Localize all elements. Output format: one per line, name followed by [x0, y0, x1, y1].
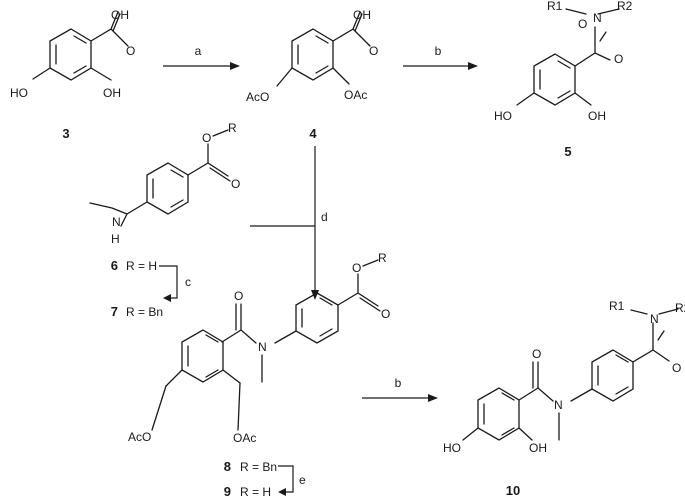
reaction-arrow-b-bottom: b [362, 376, 438, 402]
ester-oxygen-label: O [202, 131, 211, 145]
acid-hydroxyl-label: OH [111, 8, 129, 22]
ester-r-label: R [378, 251, 387, 265]
hydroxyl-2-label: OH [588, 109, 606, 123]
acetoxy-4-label: AcO [246, 90, 269, 104]
compound-number-7: 7 [111, 304, 118, 319]
substituent-r1-label: R1 [547, 0, 563, 13]
carbonyl-oxygen-label: O [381, 307, 390, 321]
reaction-arrow-b-top: b [403, 44, 478, 70]
compound-number-10: 10 [506, 483, 520, 498]
reaction-arrow-d: d [250, 146, 328, 300]
amide-nitrogen-label: N [554, 398, 563, 412]
substituent-r2-label: R2 [675, 301, 685, 315]
compound-3: OH O HO OH 3 [10, 8, 135, 141]
compound-4: OH O AcO OAc 4 [246, 8, 378, 141]
acid-oxygen-label: O [126, 44, 135, 58]
compound-10: R1 N R2 O O N HO OH 10 [443, 299, 685, 498]
compound-8-label: 8 R = Bn [224, 459, 277, 474]
compound-8-9: O R O O N AcO OAc [128, 251, 390, 445]
carbonyl-oxygen-label: O [614, 52, 623, 66]
reaction-arrow-e: e [278, 465, 306, 496]
hydroxyl-4-label: HO [494, 109, 512, 123]
reagent-label-c: c [185, 275, 191, 289]
compound-number-3: 3 [62, 126, 69, 141]
carbonyl-oxygen-label: O [672, 361, 681, 375]
carbonyl-oxygen-label: O [231, 177, 240, 191]
reagent-label-b: b [435, 44, 442, 58]
acetoxy-2-label: OAc [344, 88, 367, 102]
compound-6-label: 6 R = H [111, 258, 157, 273]
compound-9-substituent: R = H [240, 485, 271, 498]
compound-number-9: 9 [224, 484, 231, 498]
compound-6-substituent: R = H [126, 259, 157, 273]
amide-oxygen-label: O [234, 289, 243, 303]
hydroxyl-2-label: OH [103, 86, 121, 100]
ester-oxygen-label: O [352, 261, 361, 275]
acetoxy-2-label: OAc [233, 431, 256, 445]
amide-nitrogen-label: N [258, 340, 267, 354]
amide-oxygen-label: O [532, 347, 541, 361]
compound-8-substituent: R = Bn [240, 460, 277, 474]
compound-6-7: O R O N H [89, 121, 240, 246]
compound-7-label: 7 R = Bn [111, 304, 163, 319]
amide-nitrogen-top-label: N [650, 312, 659, 326]
substituent-r2-label: R2 [617, 0, 633, 13]
acetoxy-4-label: AcO [128, 430, 151, 444]
compound-number-8: 8 [224, 459, 231, 474]
acid-oxygen-label: O [369, 44, 378, 58]
acid-hydroxyl-label: OH [353, 8, 371, 22]
amine-hydrogen-label: H [111, 232, 120, 246]
reagent-label-a: a [195, 44, 202, 58]
reaction-arrow-a: a [163, 44, 240, 70]
reagent-label-e: e [299, 473, 306, 487]
compound-number-4: 4 [309, 126, 317, 141]
hydroxyl-4-label: HO [443, 441, 461, 455]
amine-nitrogen-label: N [112, 215, 121, 229]
reagent-label-d: d [321, 210, 328, 224]
compound-number-6: 6 [111, 258, 118, 273]
substituent-r1-label: R1 [609, 299, 625, 313]
amide-nitrogen-label: N [593, 11, 602, 25]
amide-oxygen-label: O [578, 17, 587, 31]
compound-9-label: 9 R = H [224, 484, 271, 498]
hydroxyl-2-label: OH [529, 441, 547, 455]
reagent-label-b: b [395, 376, 402, 390]
compound-number-5: 5 [564, 144, 571, 159]
ester-r-label: R [228, 121, 237, 135]
reaction-arrow-c: c [159, 265, 191, 302]
hydroxyl-4-label: HO [10, 86, 28, 100]
compound-7-substituent: R = Bn [126, 305, 163, 319]
compound-5: O N R1 R2 O HO OH 5 [494, 0, 633, 159]
